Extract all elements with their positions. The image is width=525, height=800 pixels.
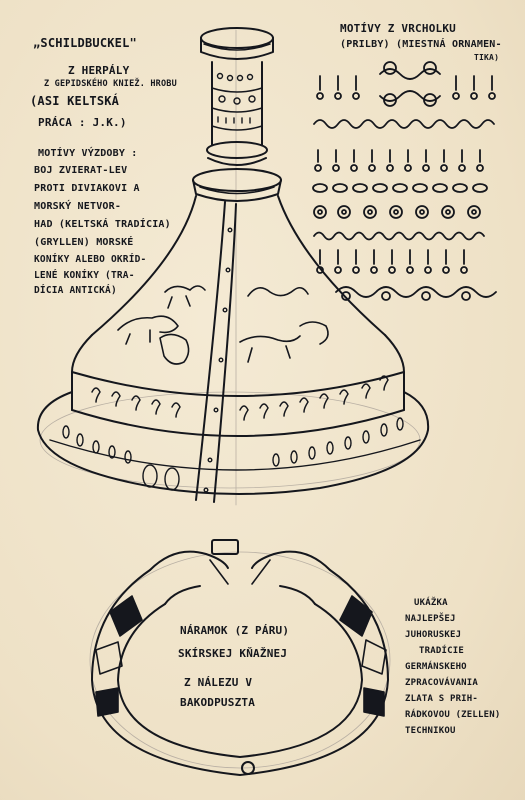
- sample-note-line: ZLATA S PRIH-: [405, 694, 479, 704]
- helmet-motifs-drawing: [312, 61, 497, 301]
- decoration-motifs-line: LENÉ KONÍKY (TRA-: [34, 270, 135, 281]
- sample-note-line: JUHORUSKEJ: [405, 630, 462, 640]
- decoration-motifs-line: DÍCIA ANTICKÁ): [34, 285, 117, 296]
- helmet-motifs-heading: MOTÍVY Z VRCHOLKU: [340, 22, 456, 35]
- shield-boss-drawing: [36, 27, 430, 506]
- decoration-motifs-line: PROTI DIVIAKOVI A: [34, 183, 140, 194]
- boss-origin-line-1: Z HERPÁLY: [68, 64, 130, 77]
- sample-note-line: RÁDKOVOU (ZELLEN): [405, 710, 501, 720]
- sample-note-line: NAJLEPŠEJ: [405, 614, 456, 624]
- sample-note-line: TECHNIKOU: [405, 726, 456, 736]
- armlet-label-line: NÁRAMOK (Z PÁRU): [180, 624, 290, 637]
- decoration-motifs-line: HAD (KELTSKÁ TRADÍCIA): [34, 219, 171, 230]
- sample-note-line: UKÁŽKA: [414, 598, 448, 608]
- decoration-motifs-line: BOJ ZVIERAT-LEV: [34, 165, 128, 176]
- boss-origin-line-4: PRÁCA : J.K.): [38, 116, 127, 129]
- sample-note-line: GERMÁNSKEHO: [405, 662, 467, 672]
- boss-title: „SCHILDBUCKEL": [33, 36, 137, 50]
- decoration-motifs-line: (GRYLLEN) MORSKÉ: [34, 237, 134, 248]
- decoration-motifs-line: MORSKÝ NETVOR-: [34, 201, 122, 212]
- helmet-motifs-subheading-end: TIKA): [474, 53, 500, 62]
- decoration-motifs-line: KONÍKY ALEBO OKRÍD-: [34, 254, 147, 265]
- sample-note-line: TRADÍCIE: [419, 646, 464, 656]
- boss-origin-line-3: (ASI KELTSKÁ: [30, 94, 120, 108]
- armlet-label-line: Z NÁLEZU V: [184, 676, 253, 689]
- armlet-drawing: [89, 539, 391, 776]
- helmet-motifs-subheading: (PRILBY) (MIESTNÁ ORNAMEN-: [340, 39, 502, 50]
- decoration-motifs-heading: MOTÍVY VÝZDOBY :: [38, 148, 138, 159]
- armlet-label-line: SKÍRSKEJ KŇAŽNEJ: [178, 647, 288, 660]
- armlet-label-line: BAKODPUSZTA: [180, 696, 256, 709]
- boss-origin-line-2: Z GEPIDSKÉHO KNIEŽ. HROBU: [44, 79, 177, 89]
- sample-note-line: ZPRACOVÁVANIA: [405, 678, 479, 688]
